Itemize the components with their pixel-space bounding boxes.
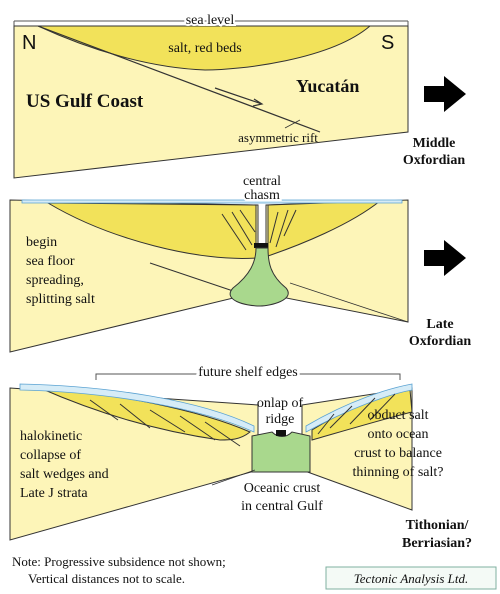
upwelling-magma-plug <box>229 247 289 307</box>
central-chasm-bar <box>254 243 268 248</box>
oceanic-crust-label-2: in central Gulf <box>241 499 323 514</box>
onlap-label-1: onlap of <box>257 396 304 411</box>
begin-spreading-label-4: splitting salt <box>26 292 95 307</box>
stage-label-late: Late <box>426 317 453 332</box>
sea-water-strip <box>21 199 403 204</box>
halokinetic-faults-left <box>89 399 241 447</box>
future-shelf-edges-brace <box>95 373 401 380</box>
stage-label-middle: Middle <box>413 136 456 151</box>
salt-internal-faults-left <box>221 209 256 251</box>
central-chasm-label-1: central <box>243 174 281 189</box>
south-label: S <box>381 32 394 54</box>
rift-fault <box>211 469 256 486</box>
salt-red-beds-label: salt, red beds <box>168 41 241 56</box>
right-overburden-layer <box>305 383 413 433</box>
right-salt-wedge <box>267 200 382 257</box>
future-shelf-edges-label: future shelf edges <box>198 365 298 380</box>
onlap-label-2: ridge <box>266 412 295 427</box>
halokinetic-faults-right <box>317 393 396 435</box>
halokinetic-label-2: collapse of <box>20 448 81 463</box>
panel-tithonian-berriasian: future shelf edges onlap of ridge haloki… <box>9 363 472 551</box>
rift-fault-right <box>289 282 409 323</box>
stage-arrow-2 <box>424 240 466 276</box>
salt-red-beds-layer <box>37 25 372 71</box>
halokinetic-label-1: halokinetic <box>20 429 82 444</box>
halokinetic-label-4: Late J strata <box>20 486 88 501</box>
fault-slip-arrow <box>214 87 264 107</box>
left-overburden-layer <box>19 383 255 433</box>
stage-label-oxfordian-2: Oxfordian <box>409 334 471 349</box>
stage-label-tithonian: Tithonian/ <box>406 518 470 533</box>
obduct-label-1: obduct salt <box>367 408 428 423</box>
oceanic-crust-ridge <box>251 431 311 473</box>
obduct-label-3: crust to balance <box>354 446 442 461</box>
yucatan-label: Yucatán <box>296 76 359 96</box>
north-label: N <box>22 32 36 54</box>
salt-internal-faults-right <box>269 209 297 248</box>
note-line-2: Vertical distances not to scale. <box>28 571 185 586</box>
us-gulf-coast-label: US Gulf Coast <box>26 91 144 112</box>
rift-leader-line <box>284 119 301 129</box>
credit-box <box>325 566 497 590</box>
obduct-label-2: onto ocean <box>367 427 428 442</box>
left-salt-wedge <box>46 202 257 259</box>
obduct-label-4: thinning of salt? <box>353 465 444 480</box>
sea-level-line <box>13 20 409 26</box>
asymmetric-rift-fault <box>37 25 321 133</box>
ridge-crest <box>276 430 286 436</box>
rift-fault-left <box>149 262 246 296</box>
stage-label-oxfordian-1: Oxfordian <box>403 153 465 168</box>
begin-spreading-label-1: begin <box>26 235 57 250</box>
credit-label: Tectonic Analysis Ltd. <box>354 571 468 586</box>
panel-middle-oxfordian: sea level N S salt, red beds US Gulf Coa… <box>13 11 466 179</box>
begin-spreading-label-3: spreading, <box>26 273 84 288</box>
oceanic-crust-label-1: Oceanic crust <box>244 481 321 496</box>
stage-label-berriasian: Berriasian? <box>402 536 472 551</box>
sea-level-label: sea level <box>186 13 235 28</box>
asymmetric-rift-label: asymmetric rift <box>238 130 318 145</box>
begin-spreading-label-2: sea floor <box>26 254 75 269</box>
central-chasm-label-2: chasm <box>244 188 280 203</box>
stage-arrow-1 <box>424 76 466 112</box>
panel-late-oxfordian: central chasm begin sea floor spreading,… <box>9 174 471 353</box>
halokinetic-label-3: salt wedges and <box>20 467 109 482</box>
note-line-1: Note: Progressive subsidence not shown; <box>12 554 226 569</box>
